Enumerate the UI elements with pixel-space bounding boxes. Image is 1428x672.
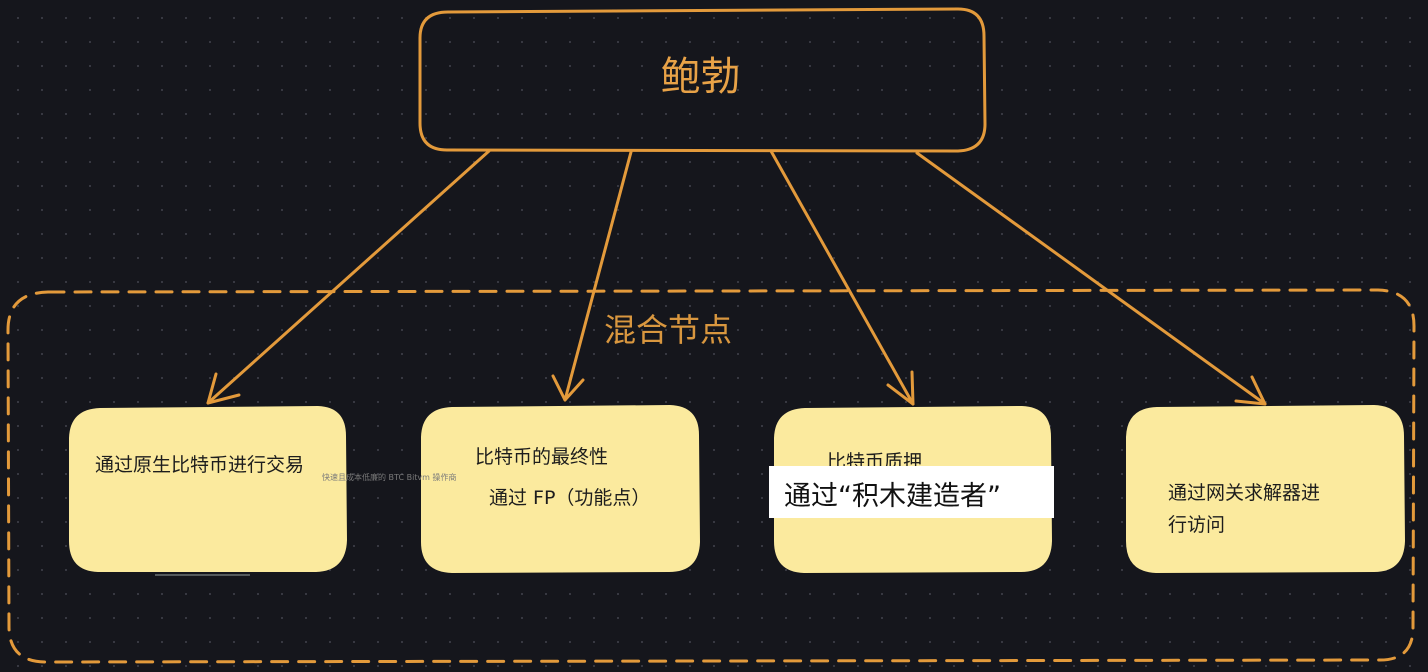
hybrid-node-group-border bbox=[6, 288, 1416, 664]
group-label: 混合节点 bbox=[604, 311, 733, 349]
card-2-label-line-1: 比特币的最终性 bbox=[475, 446, 609, 468]
card-2-box bbox=[421, 405, 700, 573]
caption-overlay-text: 通过“积木建造者” bbox=[784, 481, 1001, 512]
card-4-box bbox=[1126, 405, 1405, 573]
small-note: 快速且成本低廉的 BTC Bitvm 操作商 bbox=[322, 473, 457, 482]
card-1-box bbox=[69, 406, 347, 572]
card-2-label-line-2: 通过 FP（功能点） bbox=[489, 487, 651, 509]
root-node-box bbox=[418, 7, 987, 153]
card-4-label-line-1: 通过网关求解器进 bbox=[1168, 482, 1321, 504]
card-4-label-line-2: 行访问 bbox=[1168, 514, 1226, 536]
root-node-label: 鲍勃 bbox=[660, 54, 741, 100]
arrows bbox=[206, 149, 1267, 406]
arrow-to-card-4 bbox=[915, 151, 1267, 406]
arrow-to-card-3 bbox=[769, 149, 915, 406]
arrow-to-card-2 bbox=[551, 150, 633, 402]
card-1-label: 通过原生比特币进行交易 bbox=[95, 454, 305, 476]
arrow-to-card-1 bbox=[206, 149, 491, 405]
caption-overlay-strip bbox=[769, 466, 1054, 518]
